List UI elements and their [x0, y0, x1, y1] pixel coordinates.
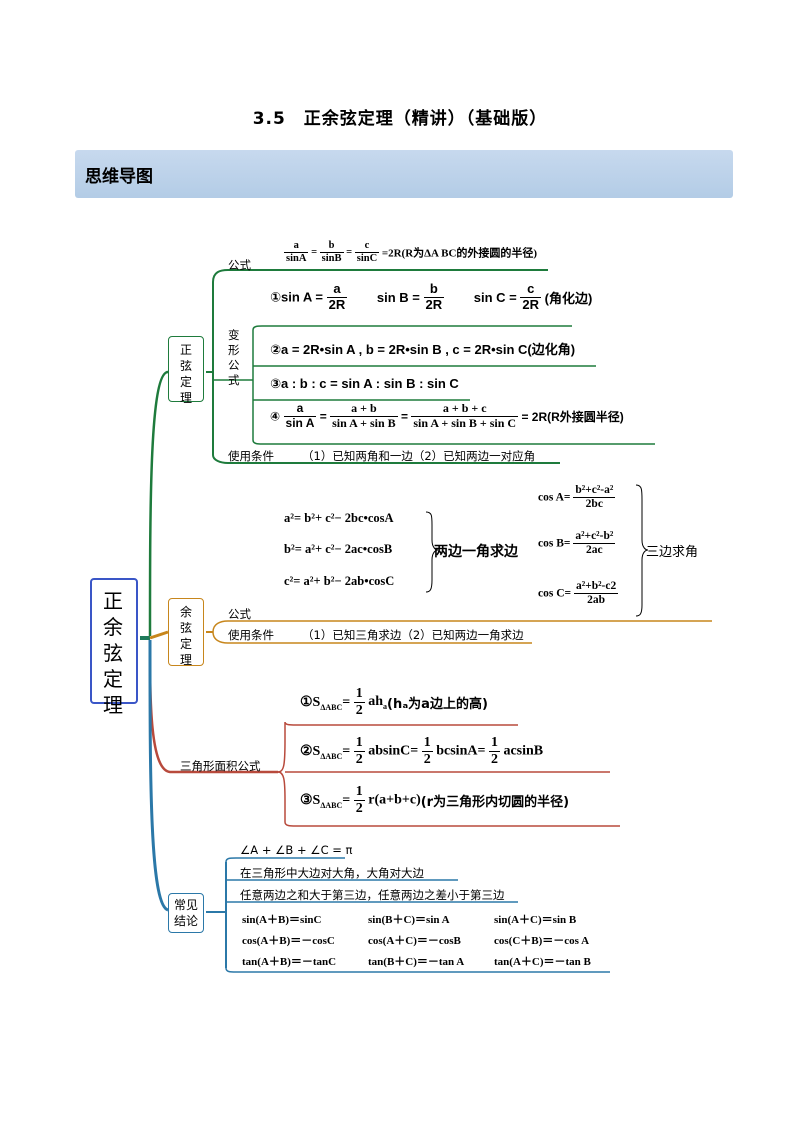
triangle-inequality: 任意两边之和大于第三边，任意两边之差小于第三边 — [240, 888, 505, 902]
cosine-law-node[interactable]: 余弦定理 — [168, 598, 204, 667]
identity-7: tan(A＋B)＝－tanC — [242, 956, 337, 968]
area-formula-1-tail: (hₐ为a边上的高) — [387, 697, 488, 713]
sine-condition-text: （1）已知两角和一边（2）已知两边一对应角 — [302, 449, 536, 463]
cosine-condition-label: 使用条件 — [228, 628, 274, 642]
cosine-right-note: 三边求角 — [646, 545, 699, 560]
sine-variant-label: 变形公式 — [228, 328, 240, 387]
sine-formula-label: 公式 — [228, 258, 251, 272]
identity-2: sin(B＋C)＝sin A — [368, 914, 450, 926]
angle-sum: ∠A + ∠B + ∠C = π — [240, 843, 353, 857]
cosine-eq-a: a²= b²+ c²− 2bc•cosA — [284, 511, 394, 525]
sine-formula-tail: =2R(R为ΔA BC的外接圆的半径) — [381, 247, 538, 260]
banner-label: 思维导图 — [85, 167, 153, 187]
identity-3: sin(A＋C)＝sin B — [494, 914, 577, 926]
sine-variant-1-tail: (角化边) — [544, 290, 593, 306]
root-label: 正余弦定理 — [103, 589, 125, 717]
cosine-eq-b: b²= a²+ c²− 2ac•cosB — [284, 542, 393, 556]
common-conclusions-label: 常见结论 — [173, 898, 198, 928]
sine-variant-4-tail: = 2R(R外接圆半径) — [521, 409, 624, 424]
cosine-law-label: 余弦定理 — [179, 605, 192, 667]
sine-variant-3: ③a : b : c = sin A : sin B : sin C — [270, 376, 459, 391]
cosine-eq-c: c²= a²+ b²− 2ab•cosC — [284, 574, 395, 588]
side-angle-relation: 在三角形中大边对大角，大角对大边 — [240, 866, 424, 880]
area-label: 三角形面积公式 — [180, 759, 261, 773]
sine-variant-2: ②a = 2R•sin A , b = 2R•sin B , c = 2R•si… — [270, 342, 576, 357]
root-node[interactable]: 正余弦定理 — [90, 578, 138, 717]
cosine-condition-text: （1）已知三角求边（2）已知两边一角求边 — [302, 628, 524, 642]
area-formula-3-tail: (r为三角形内切圆的半径) — [420, 795, 570, 811]
cosine-formula-label: 公式 — [228, 607, 251, 621]
sine-law-label: 正弦定理 — [179, 343, 192, 405]
identity-9: tan(A＋C)＝－tan B — [494, 956, 591, 968]
cosine-left-note: 两边一角求边 — [434, 544, 518, 560]
identity-6: cos(C＋B)＝－cos A — [494, 935, 590, 947]
identity-8: tan(B＋C)＝－tan A — [368, 956, 465, 968]
section-banner: 思维导图 — [75, 150, 733, 198]
identity-1: sin(A＋B)＝sinC — [242, 914, 322, 926]
page-title: 3.5 正余弦定理（精讲）（基础版） — [252, 109, 548, 129]
identity-4: cos(A＋B)＝－cosC — [242, 935, 335, 947]
identity-5: cos(A＋C)＝－cosB — [368, 935, 461, 947]
sine-condition-label: 使用条件 — [228, 449, 274, 463]
sine-law-node[interactable]: 正弦定理 — [168, 336, 204, 405]
common-conclusions-node[interactable]: 常见结论 — [168, 893, 204, 933]
